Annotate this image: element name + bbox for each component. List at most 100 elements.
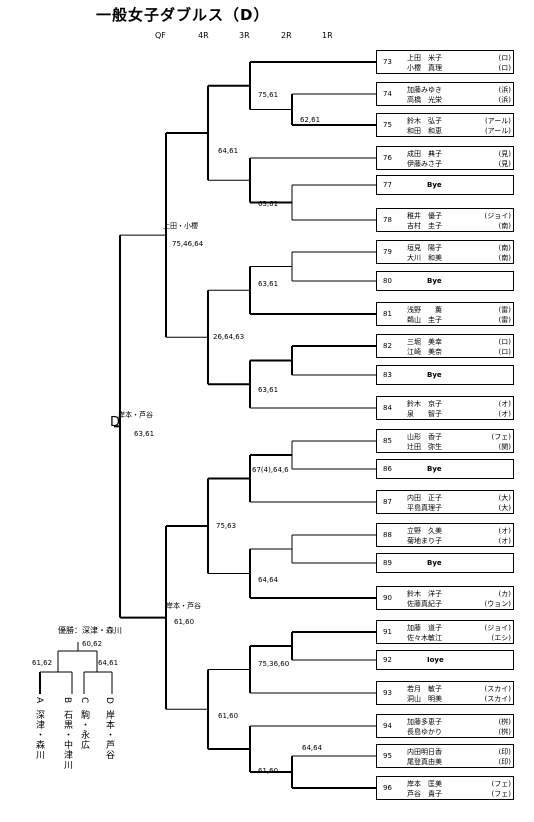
player-club: (オ) bbox=[498, 537, 511, 545]
player-club: (スカイ) bbox=[484, 685, 511, 693]
entry-number: 81 bbox=[383, 310, 392, 318]
winner-label: 上田・小櫻 bbox=[163, 222, 198, 230]
finalist-c-name: 駒・永広 bbox=[79, 710, 89, 750]
player-club: (フェ) bbox=[491, 790, 511, 798]
player-club: (印) bbox=[498, 758, 511, 766]
entry-number: 96 bbox=[383, 784, 392, 792]
score-label: 62,61 bbox=[300, 116, 321, 124]
player-row: 洞山 明美(スカイ) bbox=[407, 694, 511, 704]
player-row: 辻田 弥生(関) bbox=[407, 442, 511, 452]
player-row: 上田 米子(ロ) bbox=[407, 53, 511, 63]
player-name: 上田 米子 bbox=[407, 54, 442, 62]
entry-number: 83 bbox=[383, 371, 392, 379]
score-label: 63,61 bbox=[258, 386, 279, 394]
player-name: 加藤みゆき bbox=[407, 86, 442, 94]
finalist-b-name: 石黒・中津川 bbox=[62, 710, 72, 770]
player-name: 泉 智子 bbox=[407, 410, 442, 418]
player-row: 高橋 光栄(浜) bbox=[407, 95, 511, 105]
player-row: 平島真理子 (大) bbox=[407, 503, 511, 513]
player-club: (桝) bbox=[498, 718, 511, 726]
round-label-2r: 2R bbox=[281, 31, 292, 40]
entry-number: 87 bbox=[383, 498, 392, 506]
player-club: (エシ) bbox=[491, 634, 511, 642]
player-club: (ウョン) bbox=[484, 600, 511, 608]
entry-number: 76 bbox=[383, 154, 392, 162]
player-name: 鈴木 京子 bbox=[407, 400, 442, 408]
round-label-1r: 1R bbox=[322, 31, 333, 40]
player-row: 加藤多恵子 (桝) bbox=[407, 717, 511, 727]
player-name: 吉村 圭子 bbox=[407, 222, 442, 230]
player-club: (大) bbox=[498, 504, 511, 512]
player-row: 和田 和恵(アール) bbox=[407, 126, 511, 136]
score-label: 63,61 bbox=[258, 280, 279, 288]
player-row: 若月 敏子 (スカイ) bbox=[407, 684, 511, 694]
player-club: (南) bbox=[498, 254, 511, 262]
score-label: 26,64,63 bbox=[213, 333, 245, 341]
player-row: 岸本 匡美(フェ) bbox=[407, 779, 511, 789]
player-club: (フェ) bbox=[491, 780, 511, 788]
player-row: 鈴木 京子(オ) bbox=[407, 399, 511, 409]
player-name: 大川 和美 bbox=[407, 254, 442, 262]
player-row: 泉 智子(オ) bbox=[407, 409, 511, 419]
semi-score-left: 61,62 bbox=[32, 659, 53, 667]
entry-number: 79 bbox=[383, 248, 392, 256]
finalist-a-name: 深津・森川 bbox=[34, 710, 44, 760]
player-name: 若月 敏子 bbox=[407, 685, 442, 693]
player-name: 辻田 弥生 bbox=[407, 443, 442, 451]
player-name: 佐藤真紀子 bbox=[407, 600, 442, 608]
player-row: 佐々木敏江(エシ) bbox=[407, 633, 511, 643]
player-name: 伊藤みさ子 bbox=[407, 160, 442, 168]
player-club: (スカイ) bbox=[484, 695, 511, 703]
player-row: 加藤みゆき (浜) bbox=[407, 85, 511, 95]
player-row: 山形 香子(フェ) bbox=[407, 432, 511, 442]
final-score: 60,62 bbox=[82, 640, 103, 648]
entry-number: 95 bbox=[383, 752, 392, 760]
score-label: 75,61 bbox=[258, 91, 279, 99]
player-row: 芦谷 貴子(フェ) bbox=[407, 789, 511, 799]
bye-label: Bye bbox=[427, 371, 442, 379]
player-row: 大川 和美 (南) bbox=[407, 253, 511, 263]
round-label-4r: 4R bbox=[198, 31, 209, 40]
player-name: 内田 正子 bbox=[407, 494, 442, 502]
player-name: 稚井 優子 bbox=[407, 212, 442, 220]
player-row: 鈴木 洋子(カ) bbox=[407, 589, 511, 599]
player-club: (浜) bbox=[498, 96, 511, 104]
player-club: (ジョイ) bbox=[484, 624, 511, 632]
player-row: 菊地まり子(オ) bbox=[407, 536, 511, 546]
entry-number: 88 bbox=[383, 531, 392, 539]
player-row: 内田 正子(大) bbox=[407, 493, 511, 503]
player-club: (ロ) bbox=[498, 338, 511, 346]
player-club: (浜) bbox=[498, 86, 511, 94]
player-name: 加藤多恵子 bbox=[407, 718, 442, 726]
entry-number: 92 bbox=[383, 656, 392, 664]
player-club: (見) bbox=[498, 150, 511, 158]
player-row: 加藤 道子(ジョイ) bbox=[407, 623, 511, 633]
score-label: 61,60 bbox=[174, 618, 195, 626]
score-label: 61,60 bbox=[218, 712, 239, 720]
player-name: 三堀 美幸 bbox=[407, 338, 442, 346]
player-name: 平島真理子 bbox=[407, 504, 442, 512]
page-title: 一般女子ダブルス（D） bbox=[96, 6, 270, 24]
score-label: 61,60 bbox=[258, 767, 279, 775]
entry-number: 91 bbox=[383, 628, 392, 636]
player-name: 浅野 薫 bbox=[407, 306, 442, 314]
entry-number: 73 bbox=[383, 58, 392, 66]
player-club: (見) bbox=[498, 160, 511, 168]
player-club: (桝) bbox=[498, 728, 511, 736]
entry-box: 84 鈴木 京子(オ)泉 智子(オ) bbox=[376, 396, 514, 420]
player-club: (カ) bbox=[498, 590, 511, 598]
semi-score-right: 64,61 bbox=[98, 659, 119, 667]
entry-number: 84 bbox=[383, 404, 392, 412]
player-name: 和田 和恵 bbox=[407, 127, 442, 135]
score-label: 75,63 bbox=[216, 522, 237, 530]
player-row: 成田 典子(見) bbox=[407, 149, 511, 159]
player-club: (雷) bbox=[498, 306, 511, 314]
score-label: 64,61 bbox=[218, 147, 239, 155]
finalist-c-letter: C bbox=[79, 697, 89, 705]
